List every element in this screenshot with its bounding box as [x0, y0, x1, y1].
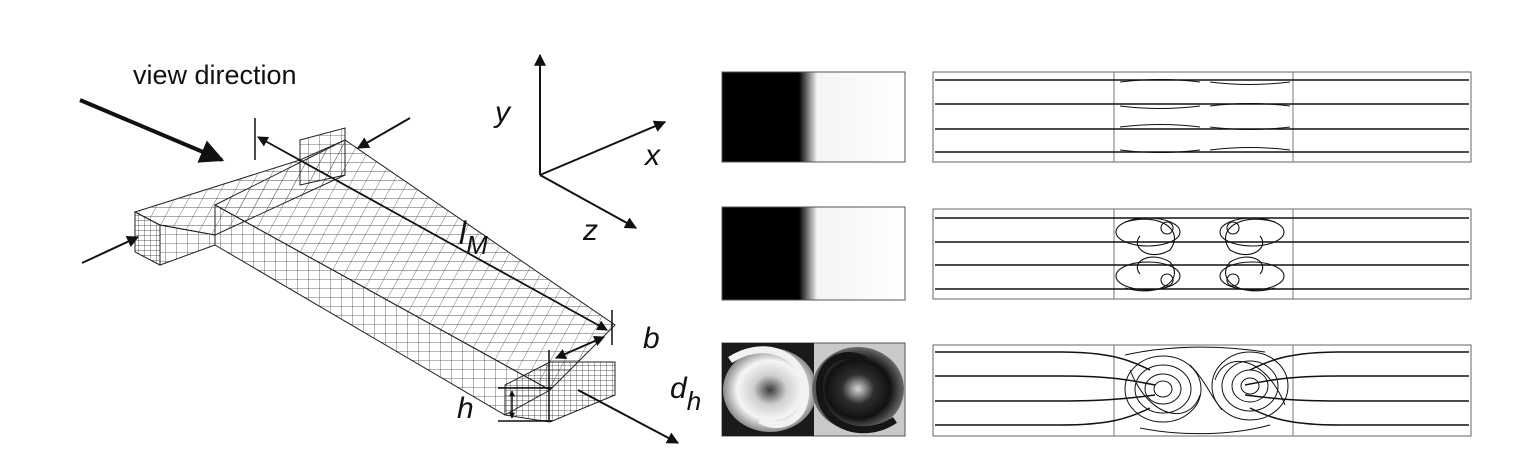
concentration-panels: [721, 71, 906, 437]
concentration-panel-2: [721, 206, 906, 301]
length-label: lM: [459, 215, 488, 260]
streamline-panels: [932, 71, 1472, 437]
inlet-arm-side: [159, 224, 216, 266]
length-label-main: l: [459, 215, 467, 251]
hydraulic-diameter-label: dh: [670, 372, 701, 416]
inlet-arm-upper: [299, 127, 346, 186]
length-label-sub: M: [466, 230, 488, 260]
height-label: h: [457, 392, 474, 425]
hydraulic-diameter-sub: h: [687, 386, 701, 416]
hydraulic-diameter-main: d: [670, 372, 688, 405]
dimension-line-lm: [257, 136, 608, 331]
inlet-arrow-top: [356, 117, 411, 149]
axis-label-y: y: [493, 96, 512, 129]
view-direction-arrow: [79, 98, 225, 163]
streamline-panel-3: [932, 344, 1472, 437]
concentration-panel-3: [721, 342, 906, 437]
inlet-arrow-left: [81, 236, 140, 264]
dimension-line-b: [555, 335, 605, 360]
streamline-panel-1: [932, 71, 1472, 163]
outlet-arrow: [577, 389, 680, 444]
x-axis: [539, 120, 667, 176]
coordinate-axes: [534, 53, 667, 229]
outlet-face: [504, 361, 616, 423]
z-axis: [539, 174, 638, 229]
width-label: b: [643, 322, 660, 355]
concentration-panel-1: [721, 71, 906, 163]
streamline-panel-2: [932, 208, 1472, 300]
axis-label-z: z: [582, 214, 598, 247]
mixer-geometry: [79, 98, 680, 444]
axis-label-x: x: [643, 139, 661, 172]
view-direction-label: view direction: [133, 60, 297, 90]
